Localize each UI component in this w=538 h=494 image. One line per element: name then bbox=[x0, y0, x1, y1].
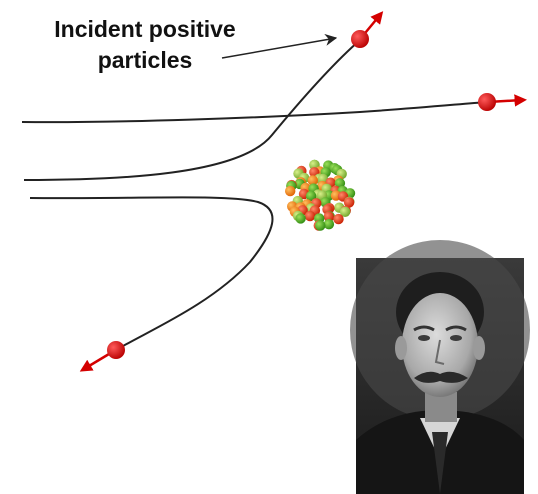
nucleon bbox=[315, 220, 326, 231]
trajectory-large-deflection bbox=[23, 39, 361, 181]
caption-line-2: particles bbox=[97, 47, 193, 73]
nucleon bbox=[343, 197, 355, 208]
nucleon bbox=[323, 219, 335, 230]
particle-right bbox=[478, 93, 527, 111]
nucleon bbox=[295, 213, 306, 224]
trajectory-small-deflection bbox=[21, 101, 488, 124]
nucleon bbox=[305, 190, 317, 202]
caption-pointer-arrow bbox=[221, 33, 338, 59]
nucleon bbox=[323, 211, 334, 222]
caption-incident-positive-particles: Incident positive particles bbox=[20, 14, 270, 76]
portrait-photo bbox=[350, 240, 530, 494]
nucleus-icon bbox=[285, 159, 356, 231]
particle-upper-right bbox=[351, 11, 384, 48]
nucleon bbox=[304, 210, 316, 222]
particle-lower-left bbox=[79, 341, 125, 372]
nucleon bbox=[339, 206, 351, 217]
nucleon bbox=[307, 175, 318, 186]
nucleon bbox=[285, 185, 296, 197]
trajectory-back-scattered bbox=[29, 196, 274, 351]
nucleon bbox=[333, 213, 344, 225]
caption-line-1: Incident positive bbox=[54, 16, 236, 42]
